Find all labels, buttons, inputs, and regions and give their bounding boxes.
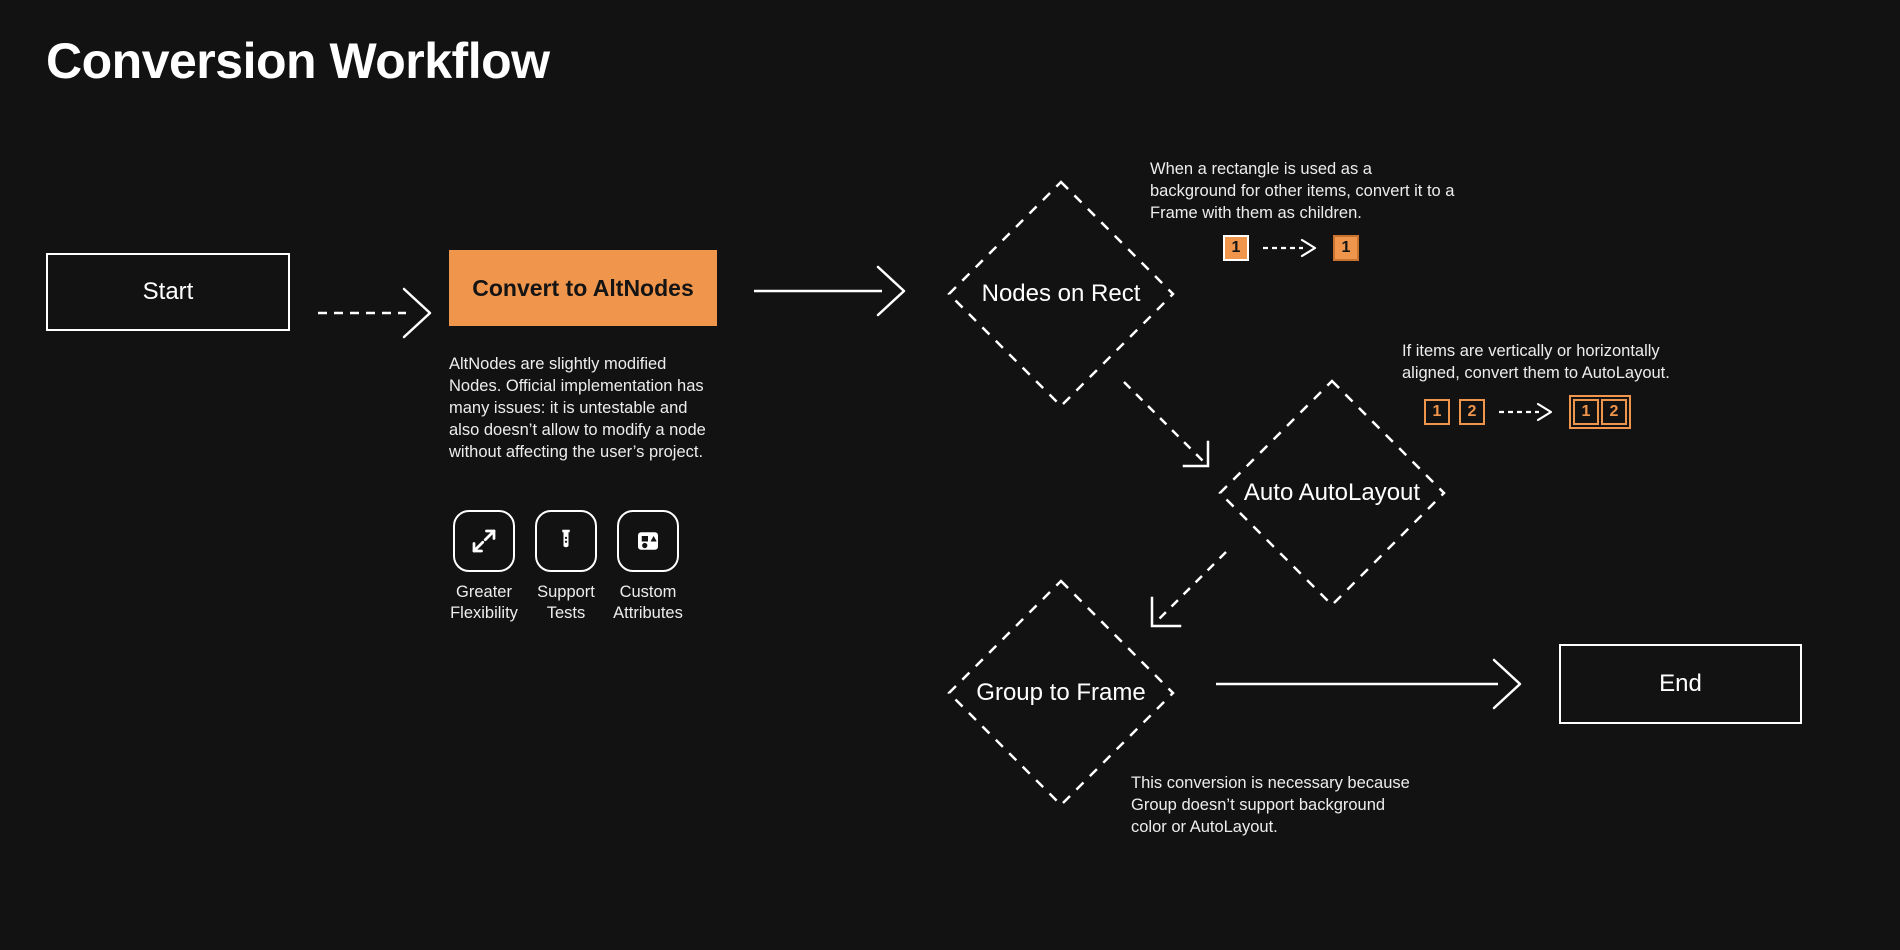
badge-after: 1	[1573, 399, 1599, 425]
feature-label: Custom Attributes	[613, 583, 683, 622]
feature-label: Support Tests	[537, 583, 595, 622]
node-auto-autolayout-label: Auto AutoLayout	[1243, 479, 1421, 506]
node-auto-autolayout[interactable]: Auto AutoLayout	[1216, 377, 1448, 609]
connector-convert-to-nodes-on-rect	[754, 263, 910, 319]
expand-arrows-icon	[453, 510, 515, 572]
connector-start-to-convert	[318, 283, 436, 343]
node-start-label: Start	[142, 278, 194, 305]
node-nodes-on-rect[interactable]: Nodes on Rect	[945, 178, 1177, 410]
dashed-arrow-icon	[1263, 238, 1319, 258]
badge-before: 1	[1223, 235, 1249, 261]
node-start[interactable]: Start	[46, 253, 290, 331]
note-auto-autolayout: If items are vertically or horizontally …	[1402, 342, 1670, 382]
note-altnodes: AltNodes are slightly modified Nodes. Of…	[449, 355, 706, 461]
badge-after: 2	[1601, 399, 1627, 425]
badge-illustration-nodes-on-rect: 1 1	[1223, 235, 1359, 261]
node-end[interactable]: End	[1559, 644, 1802, 724]
feature-label: Greater Flexibility	[450, 583, 518, 622]
badge-after: 1	[1333, 235, 1359, 261]
badge-illustration-auto-autolayout: 1 2 1 2	[1424, 395, 1631, 429]
feature-support-tests: Support Tests	[534, 510, 598, 624]
note-group-to-frame: This conversion is necessary because Gro…	[1131, 774, 1410, 836]
badge-before: 2	[1459, 399, 1485, 425]
connector-group-to-frame-to-end	[1216, 656, 1526, 712]
connector-auto-autolayout-to-group-to-frame	[1140, 548, 1250, 648]
connector-nodes-on-rect-to-auto-autolayout	[1120, 378, 1230, 478]
node-group-to-frame[interactable]: Group to Frame	[945, 577, 1177, 809]
feature-custom-attributes: Custom Attributes	[613, 510, 683, 624]
page-title: Conversion Workflow	[46, 33, 550, 89]
dashed-arrow-icon	[1499, 402, 1555, 422]
feature-list: Greater Flexibility Support Tests	[450, 510, 683, 624]
note-nodes-on-rect: When a rectangle is used as a background…	[1150, 160, 1455, 222]
badge-group-after: 1 2	[1569, 395, 1631, 429]
node-end-label: End	[1659, 670, 1702, 697]
feature-greater-flexibility: Greater Flexibility	[450, 510, 518, 624]
badge-before: 1	[1424, 399, 1450, 425]
node-convert-label: Convert to AltNodes	[472, 274, 694, 301]
test-tube-icon	[535, 510, 597, 572]
shapes-panel-icon	[617, 510, 679, 572]
node-group-to-frame-label: Group to Frame	[976, 679, 1146, 706]
node-nodes-on-rect-label: Nodes on Rect	[981, 280, 1141, 307]
node-convert-to-altnodes[interactable]: Convert to AltNodes	[449, 250, 717, 326]
